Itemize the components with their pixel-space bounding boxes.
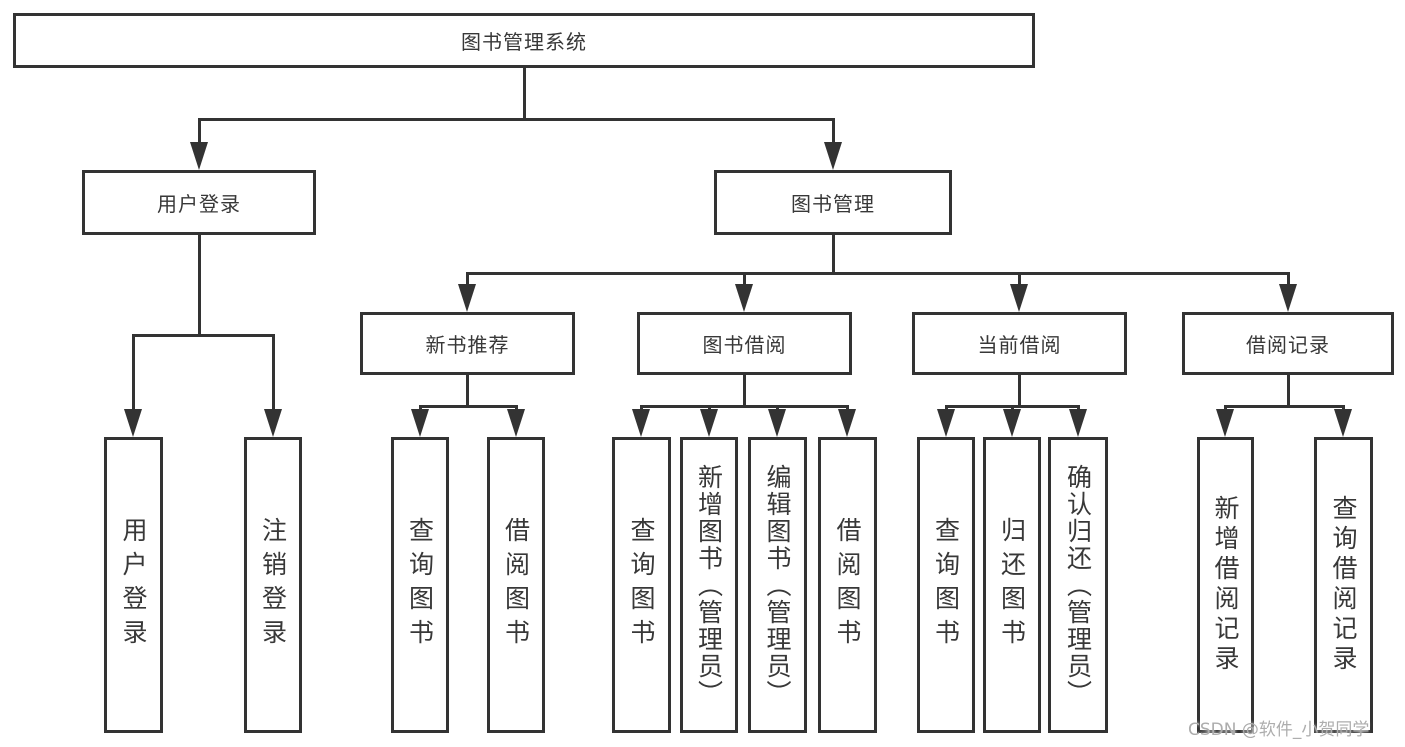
connector-arrow-line xyxy=(132,334,135,411)
connector-arrow-line xyxy=(640,405,643,411)
connector-bar xyxy=(1224,405,1345,408)
node-label: 用户登录 xyxy=(119,517,148,653)
node-cb-return-book: 归还图书 xyxy=(983,437,1041,733)
node-label: 注销登录 xyxy=(258,517,288,653)
arrowhead-down-icon xyxy=(190,142,208,170)
arrowhead-down-icon xyxy=(1003,409,1021,437)
connector-bar xyxy=(419,405,518,408)
node-leaf-logout: 注销登录 xyxy=(244,437,302,733)
node-label: 查询借阅记录 xyxy=(1329,495,1358,675)
connector-arrow-line xyxy=(272,334,275,411)
connector-stem xyxy=(198,235,201,335)
arrowhead-down-icon xyxy=(264,409,282,437)
connector-arrow-line xyxy=(1011,405,1014,411)
arrowhead-down-icon xyxy=(824,142,842,170)
arrowhead-down-icon xyxy=(458,284,476,312)
node-bb-edit-book-admin: 编辑图书（管理员） xyxy=(748,437,807,733)
node-bb-add-book-admin: 新增图书（管理员） xyxy=(680,437,738,733)
arrowhead-down-icon xyxy=(1216,409,1234,437)
arrowhead-down-icon xyxy=(632,409,650,437)
arrowhead-down-icon xyxy=(735,284,753,312)
node-br-add-record: 新增借阅记录 xyxy=(1197,437,1254,733)
node-book-mgmt: 图书管理 xyxy=(714,170,952,235)
node-label: 编辑图书（管理员） xyxy=(763,463,792,707)
node-label: 新增借阅记录 xyxy=(1211,495,1240,675)
connector-stem xyxy=(832,235,835,273)
arrowhead-down-icon xyxy=(937,409,955,437)
connector-arrow-line xyxy=(1018,272,1021,286)
node-bb-query-book: 查询图书 xyxy=(612,437,671,733)
connector-arrow-line xyxy=(198,118,201,144)
connector-arrow-line xyxy=(945,405,948,411)
node-label: 查询图书 xyxy=(405,517,435,653)
connector-stem xyxy=(1018,375,1021,406)
arrowhead-down-icon xyxy=(507,409,525,437)
node-root: 图书管理系统 xyxy=(13,13,1035,68)
arrowhead-down-icon xyxy=(124,409,142,437)
node-label: 图书管理系统 xyxy=(461,30,587,54)
connector-bar xyxy=(132,334,275,337)
connector-arrow-line xyxy=(515,405,518,411)
connector-bar xyxy=(198,118,835,121)
arrowhead-down-icon xyxy=(700,409,718,437)
node-book-borrow: 图书借阅 xyxy=(637,312,852,375)
arrowhead-down-icon xyxy=(411,409,429,437)
node-label: 用户登录 xyxy=(157,192,241,216)
connector-arrow-line xyxy=(743,272,746,286)
connector-arrow-line xyxy=(466,272,469,286)
connector-arrow-line xyxy=(1224,405,1227,411)
connector-bar xyxy=(466,272,1290,275)
connector-arrow-line xyxy=(846,405,849,411)
node-label: 查询图书 xyxy=(931,517,961,653)
node-new-book-rec: 新书推荐 xyxy=(360,312,575,375)
arrowhead-down-icon xyxy=(1334,409,1352,437)
node-label: 归还图书 xyxy=(997,517,1027,653)
node-label: 借阅记录 xyxy=(1246,333,1330,357)
node-cb-confirm-return: 确认归还（管理员） xyxy=(1048,437,1108,733)
node-label: 借阅图书 xyxy=(833,517,862,653)
node-label: 图书管理 xyxy=(791,192,875,216)
connector-stem xyxy=(1287,375,1290,406)
arrowhead-down-icon xyxy=(1279,284,1297,312)
node-leaf-user-login: 用户登录 xyxy=(104,437,163,733)
node-label: 新增图书（管理员） xyxy=(694,463,724,707)
node-borrow-record: 借阅记录 xyxy=(1182,312,1394,375)
connector-bar xyxy=(640,405,849,408)
arrowhead-down-icon xyxy=(1069,409,1087,437)
connector-arrow-line xyxy=(1342,405,1345,411)
watermark: CSDN @软件_小贺同学 xyxy=(1188,720,1370,740)
arrowhead-down-icon xyxy=(1010,284,1028,312)
connector-arrow-line xyxy=(708,405,711,411)
node-label: 确认归还（管理员） xyxy=(1063,463,1093,707)
node-user-login: 用户登录 xyxy=(82,170,316,235)
connector-stem xyxy=(743,375,746,406)
arrowhead-down-icon xyxy=(768,409,786,437)
connector-arrow-line xyxy=(832,118,835,144)
node-label: 查询图书 xyxy=(627,517,656,653)
node-br-query-record: 查询借阅记录 xyxy=(1314,437,1373,733)
connector-stem xyxy=(523,68,526,119)
connector-arrow-line xyxy=(419,405,422,411)
node-label: 图书借阅 xyxy=(702,333,787,357)
node-bb-borrow-book: 借阅图书 xyxy=(818,437,877,733)
connector-arrow-line xyxy=(776,405,779,411)
connector-arrow-line xyxy=(1287,272,1290,286)
node-current-borrow: 当前借阅 xyxy=(912,312,1127,375)
node-nb-query-book: 查询图书 xyxy=(391,437,449,733)
arrowhead-down-icon xyxy=(838,409,856,437)
connector-arrow-line xyxy=(1077,405,1080,411)
node-cb-query-book: 查询图书 xyxy=(917,437,975,733)
node-label: 新书推荐 xyxy=(425,333,510,357)
connector-stem xyxy=(466,375,469,406)
node-label: 当前借阅 xyxy=(977,333,1062,357)
node-nb-borrow-book: 借阅图书 xyxy=(487,437,545,733)
node-label: 借阅图书 xyxy=(501,517,531,653)
